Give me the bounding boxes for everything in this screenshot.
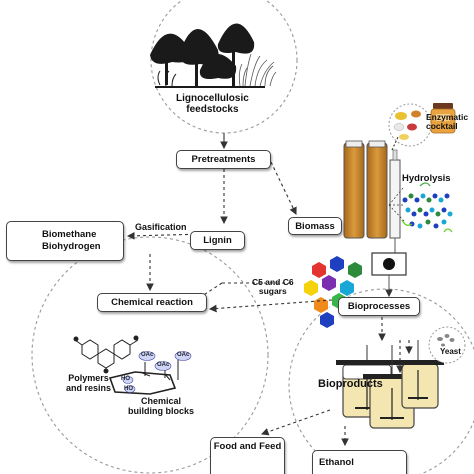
lignin-box: Lignin [190,231,245,250]
polymers-line1: Polymers [68,373,109,383]
sugar-hexagon [347,261,363,279]
lignocellulosic-label: Lignocellulosic feedstocks [176,93,249,115]
oac-label-2: OAc [157,362,170,368]
sugar-hexagon [329,255,345,273]
chemical-blocks-line2: building blocks [128,405,195,416]
sugar-hexagon [311,261,327,279]
polymer-molecule [73,335,139,374]
lignocellulosic-line1: Lignocellulosic [176,93,249,104]
bioprocesses-label: Bioprocesses [347,301,411,312]
chemical-blocks-line1: Chemical [140,396,182,406]
biomass-label: Biomass [295,220,335,232]
polymers-line2: and resins [66,382,112,393]
c5c6-line2: sugars [258,286,287,297]
c5c6-line1: C5 and C6 [252,277,294,287]
pretreatments-label: Pretreatments [191,154,256,165]
chemical-reaction-label: Chemical reaction [111,297,193,308]
hydrolysis-label: Hydrolysis [402,173,451,184]
oac-label-3: OAc [177,352,190,358]
ethanol-label: Ethanol [319,457,354,468]
ho-label-2: HO [124,386,133,392]
yeast-bubble [428,326,466,364]
sugar-hexagon [339,279,355,297]
bioreactors [336,340,444,429]
lignin-label: Lignin [203,235,232,246]
sugar-hexagon [313,296,329,314]
sugar-hexagon [321,274,337,292]
pretreatments-box: Pretreatments [176,150,271,169]
enzyme-jar [430,103,456,134]
sugar-ring-molecule [108,351,192,395]
ethanol-box: Ethanol [312,450,407,474]
yeast-label: Yeast [440,347,461,356]
chemical-blocks-label: Chemical building blocks [128,396,195,417]
trees-illustration [150,23,265,88]
enzymatic-label: Enzymatic cocktail [426,112,469,132]
sugar-hexagon [319,311,335,329]
chemical-circle [31,236,269,474]
hydrolysis-molecules [401,182,453,233]
oac-label-1: OAc [141,352,154,358]
grass-illustration [238,53,277,87]
polymers-label: Polymers and resins [66,373,112,394]
food-feed-box: Food and Feed [210,437,285,474]
bioproducts-circle [288,288,474,474]
sugar-hexagons [303,255,365,329]
sugar-hexagon [303,279,319,297]
biomass-box: Biomass [288,217,342,235]
bioproducts-label: Bioproducts [318,378,383,390]
chemical-reaction-box: Chemical reaction [97,293,207,312]
hydrolysis-rays [388,187,406,223]
enzymatic-line2: cocktail [426,121,458,132]
enzyme-items [393,110,421,140]
enzymatic-line1: Enzymatic [426,112,469,122]
food-feed-label: Food and Feed [213,441,282,452]
c5c6-label: C5 and C6 sugars [252,277,294,297]
biohydrogen-line2: Biohydrogen [42,241,101,252]
lignocellulosic-line2: feedstocks [186,104,239,115]
ho-label-1: HO [121,376,130,382]
hydrolysis-tubes [343,140,407,290]
biomethane-line1: Biomethane [42,228,97,240]
bioprocesses-box: Bioprocesses [338,297,420,316]
gasification-label: Gasification [135,222,187,232]
biomethane-box: Biomethane Biohydrogen [6,221,124,261]
